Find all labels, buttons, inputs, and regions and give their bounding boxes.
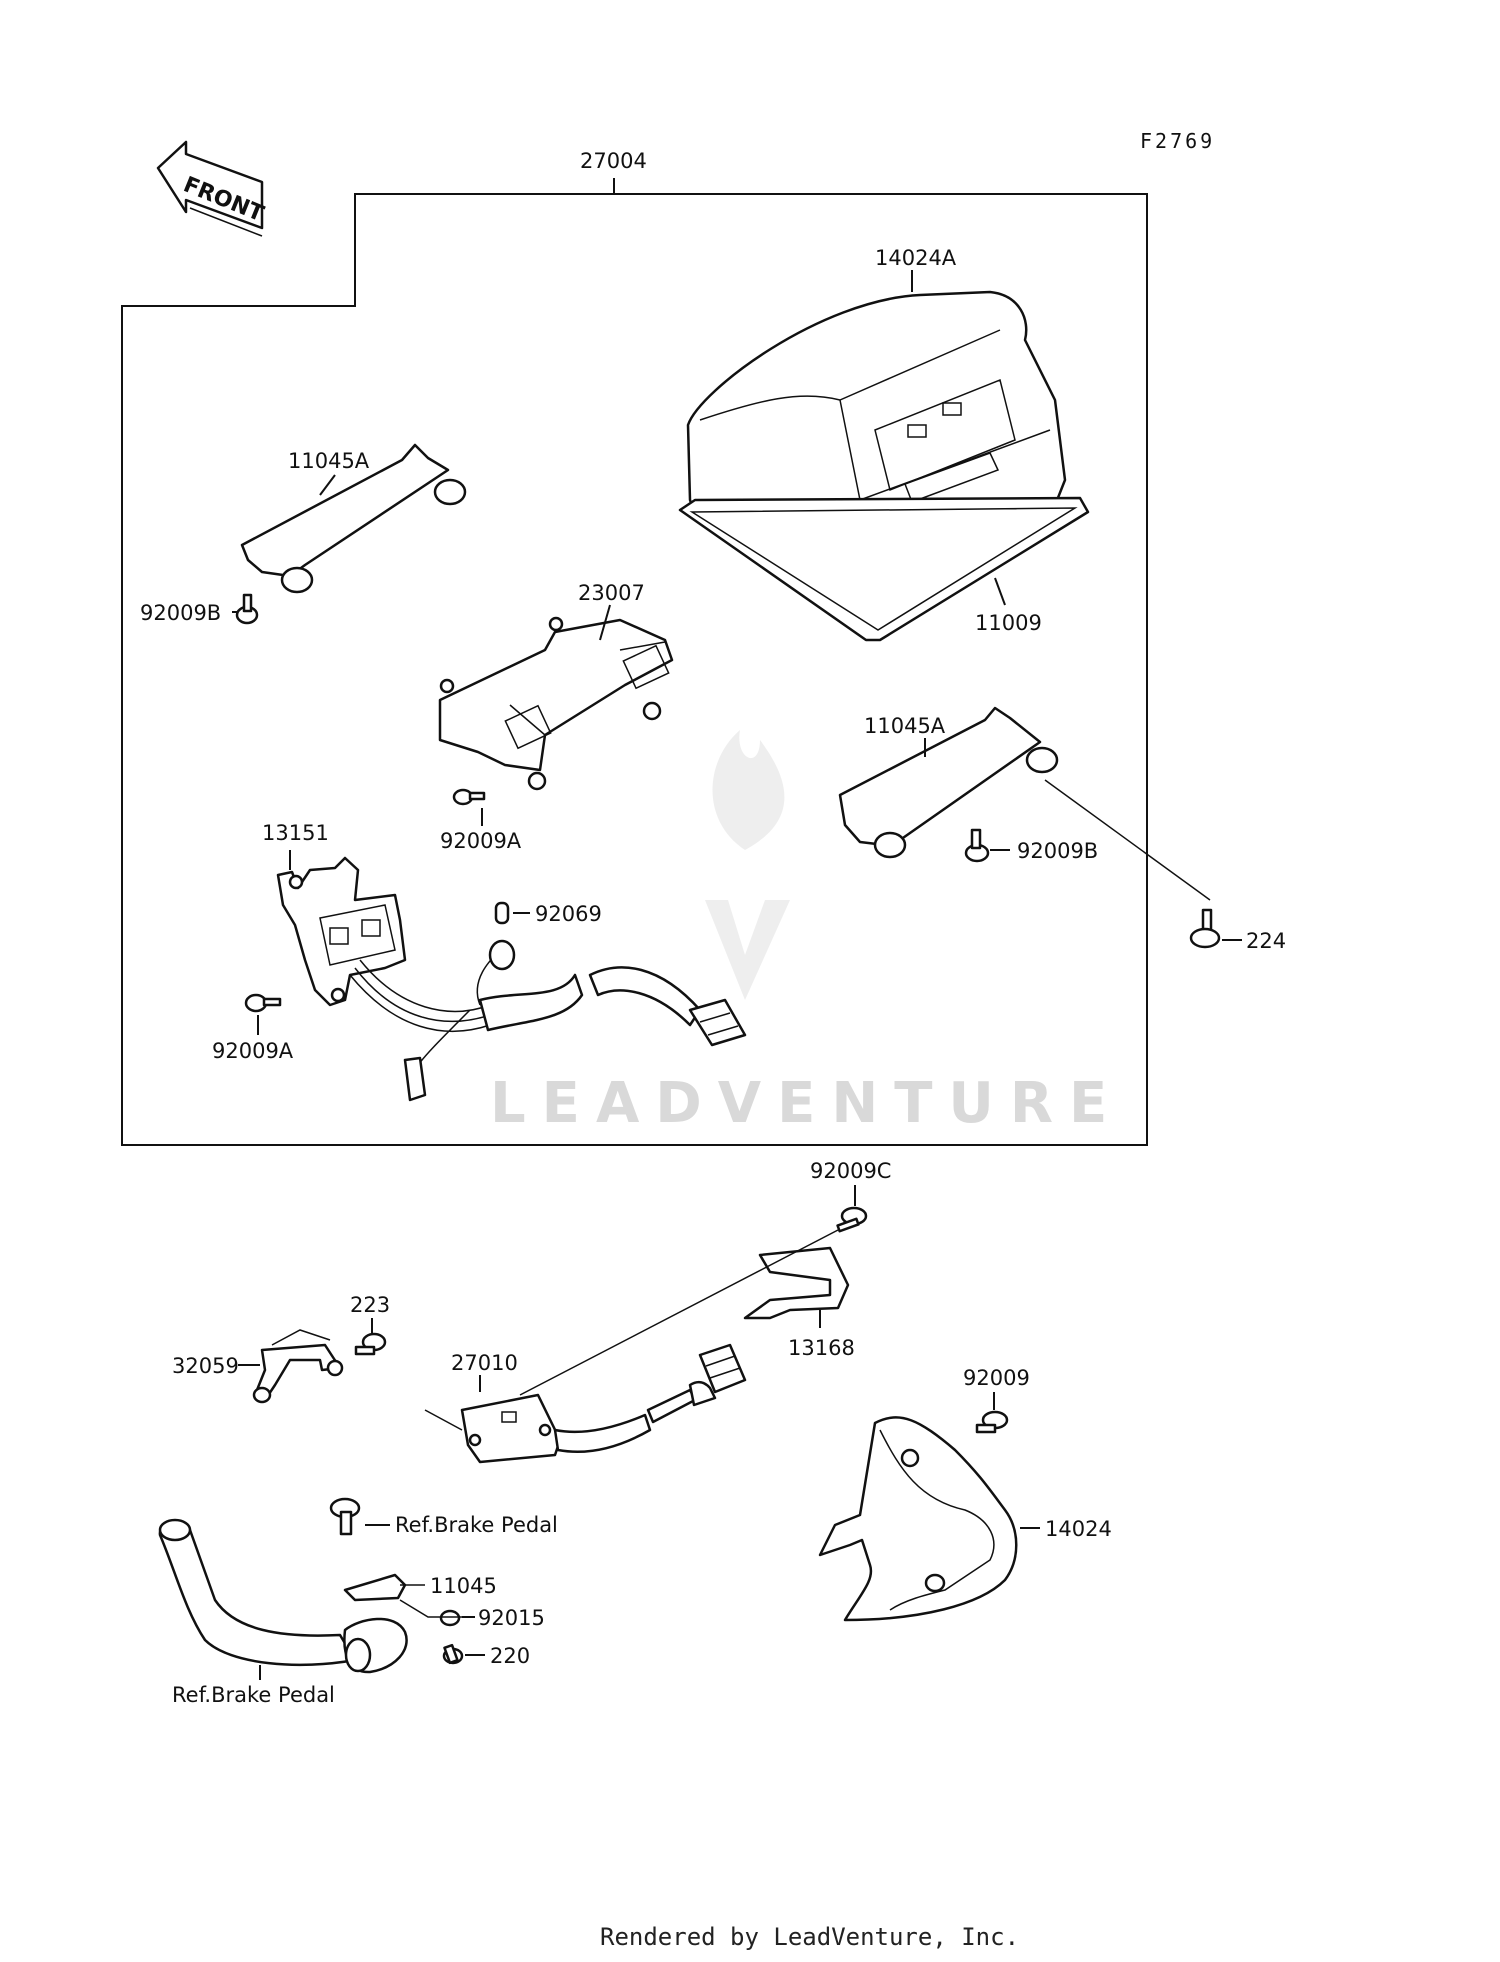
label-92015: 92015 (478, 1606, 545, 1630)
label-92009: 92009 (963, 1366, 1030, 1390)
part-14024-cover (818, 1416, 1018, 1622)
label-220: 220 (490, 1644, 530, 1668)
part-27010-switch (424, 1343, 747, 1464)
label-14024: 14024 (1045, 1517, 1112, 1541)
label-92009B-right: 92009B (1017, 839, 1098, 863)
label-ref-brake-pedal: Ref.Brake Pedal (172, 1683, 335, 1707)
part-23007-holder (438, 616, 674, 791)
part-224-screw (1189, 908, 1221, 949)
label-224: 224 (1246, 929, 1286, 953)
part-11009-gasket (678, 496, 1090, 642)
part-11045-bracket (343, 1573, 407, 1602)
part-92009B-screw-left (235, 593, 259, 625)
part-wiring-harness (349, 939, 747, 1102)
label-27004: 27004 (580, 149, 647, 173)
part-92069-bulb (494, 901, 510, 925)
watermark-text: LEADVENTURE (490, 1071, 1123, 1136)
part-92009B-screw-right (964, 828, 990, 863)
watermark-logo (705, 730, 790, 1000)
part-92009-screw (975, 1410, 1009, 1434)
part-11045A-bracket-upper (240, 443, 467, 594)
kit-boundary (121, 193, 1148, 1146)
diagram-code: F2769 (1140, 129, 1215, 153)
part-92009A-screw-mid (452, 788, 486, 806)
label-11045: 11045 (430, 1574, 497, 1598)
label-13168: 13168 (788, 1336, 855, 1360)
front-arrow-icon: FRONT (156, 140, 267, 237)
label-92009B-left: 92009B (140, 601, 221, 625)
label-92009C: 92009C (810, 1159, 891, 1183)
label-11009: 11009 (975, 611, 1042, 635)
part-223-screw (354, 1332, 387, 1356)
part-92009C-screw (836, 1206, 868, 1233)
label-23007: 23007 (578, 581, 645, 605)
label-92069: 92069 (535, 902, 602, 926)
part-11045A-bracket-lower (838, 706, 1059, 859)
footer-credit: Rendered by LeadVenture, Inc. (600, 1923, 1019, 1951)
label-ref-brake-pedal-bolt: Ref.Brake Pedal (395, 1513, 558, 1537)
part-92015-nut (439, 1609, 461, 1627)
label-92009A-lower: 92009A (212, 1039, 294, 1063)
label-32059: 32059 (172, 1354, 239, 1378)
part-brake-pedal (158, 1518, 408, 1674)
part-92009A-screw-lower (244, 993, 282, 1013)
label-14024A: 14024A (875, 246, 957, 270)
part-brake-pedal-bolt (329, 1497, 361, 1536)
label-27010: 27010 (451, 1351, 518, 1375)
label-13151: 13151 (262, 821, 329, 845)
part-32059-clamp (252, 1343, 344, 1404)
label-223: 223 (350, 1293, 390, 1317)
label-11045A-upper: 11045A (288, 449, 370, 473)
part-220-screw (442, 1643, 464, 1665)
part-13151-socket (276, 856, 407, 1007)
part-13168-bracket (743, 1246, 850, 1320)
label-92009A-mid: 92009A (440, 829, 522, 853)
label-11045A-lower: 11045A (864, 714, 946, 738)
